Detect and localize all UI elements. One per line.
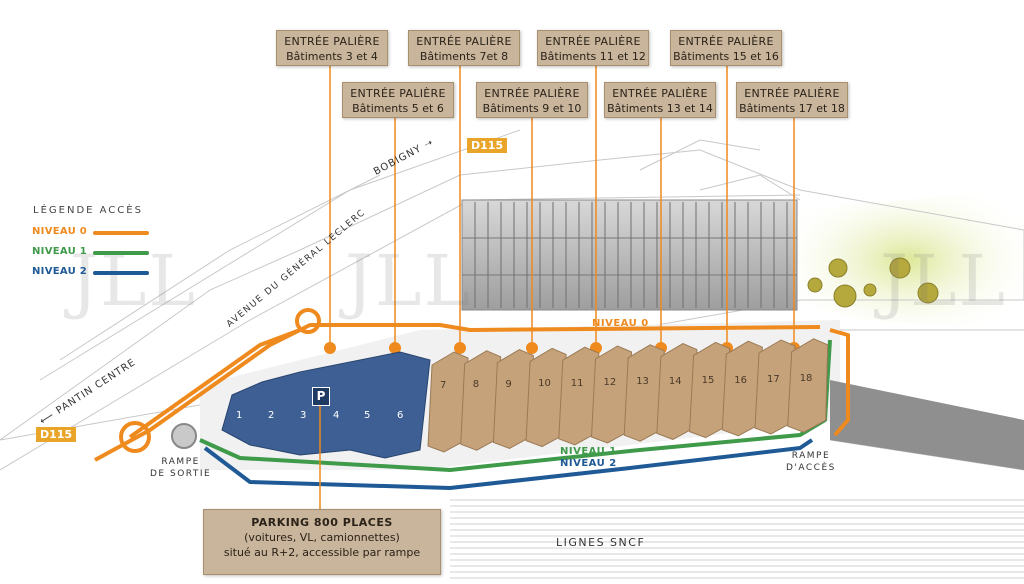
entree-sub: Bâtiments 13 et 14 <box>607 102 713 115</box>
market-hall <box>461 199 798 311</box>
d115-badge-left: D115 <box>36 427 77 442</box>
lignes-sncf-label: LIGNES SNCF <box>556 536 646 549</box>
building-number: 10 <box>538 378 551 390</box>
building-number: 13 <box>636 376 649 388</box>
entree-title: ENTRÉE PALIÈRE <box>545 35 641 48</box>
building-number: 4 <box>333 410 340 421</box>
watermark-3: JLL <box>880 240 1008 322</box>
watermark-2: JLL <box>345 240 473 322</box>
parking-info-box: PARKING 800 PLACES (voitures, VL, camion… <box>203 509 441 575</box>
entree-sub: Bâtiments 17 et 18 <box>739 102 845 115</box>
entree-marker-dot <box>454 342 466 354</box>
legend-niveau-1-line <box>93 251 149 255</box>
building-number: 16 <box>734 374 748 386</box>
niveau-2-tag: NIVEAU 2 <box>560 458 617 469</box>
building-number: 5 <box>364 410 371 421</box>
building-number: 9 <box>505 378 512 390</box>
entree-title: ENTRÉE PALIÈRE <box>744 87 840 100</box>
legend-niveau-0-line <box>93 231 149 235</box>
ramp-circle <box>171 423 197 449</box>
gray-warehouse <box>830 380 1024 470</box>
niveau-1-tag: NIVEAU 1 <box>560 446 617 457</box>
legend-niveau-0-label: NIVEAU 0 <box>32 226 88 237</box>
entree-title: ENTRÉE PALIÈRE <box>484 87 580 100</box>
entree-sub: Bâtiments 7et 8 <box>419 50 509 63</box>
rampe-sortie-line2: DE SORTIE <box>150 469 212 479</box>
legend-niveau-2-label: NIVEAU 2 <box>32 266 88 277</box>
rampe-acces-line1: RAMPE <box>791 451 831 461</box>
rampe-sortie-label: RAMPE DE SORTIE <box>150 456 211 480</box>
entree-label-3-4: ENTRÉE PALIÈRE Bâtiments 3 et 4 <box>276 30 388 66</box>
building-number: 8 <box>472 379 480 391</box>
legend-niveau-2-line <box>93 271 149 275</box>
entree-title: ENTRÉE PALIÈRE <box>678 35 774 48</box>
building-number: 2 <box>268 410 275 421</box>
entree-marker-dot <box>526 342 538 354</box>
entree-title: ENTRÉE PALIÈRE <box>350 87 446 100</box>
building-number: 7 <box>440 380 447 391</box>
parking-line3: situé au R+2, accessible par rampe <box>223 546 421 559</box>
entree-sub: Bâtiments 9 et 10 <box>482 102 582 115</box>
rampe-acces-line2: D'ACCÈS <box>786 463 836 473</box>
building-number: 1 <box>236 410 243 421</box>
entree-sub: Bâtiments 11 et 12 <box>540 50 646 63</box>
building-number: 11 <box>570 377 584 389</box>
legend-niveau-1-label: NIVEAU 1 <box>32 246 88 257</box>
building-number: 18 <box>799 373 813 385</box>
parking-icon: P <box>312 387 330 406</box>
brown-building <box>787 338 829 433</box>
entree-label-13-14: ENTRÉE PALIÈRE Bâtiments 13 et 14 <box>604 82 716 118</box>
entree-marker-dot <box>389 342 401 354</box>
building-number: 15 <box>701 375 715 387</box>
building-number: 3 <box>300 410 307 421</box>
entree-title: ENTRÉE PALIÈRE <box>284 35 380 48</box>
parking-line2: (voitures, VL, camionnettes) <box>244 531 400 544</box>
roundabout-large <box>119 421 151 453</box>
entree-sub: Bâtiments 3 et 4 <box>286 50 378 63</box>
rampe-acces-label: RAMPE D'ACCÈS <box>786 450 836 474</box>
building-number: 6 <box>397 410 404 421</box>
d115-badge-top: D115 <box>467 138 508 153</box>
building-number: 12 <box>603 377 617 388</box>
entree-label-17-18: ENTRÉE PALIÈRE Bâtiments 17 et 18 <box>736 82 848 118</box>
niveau-0-route <box>94 323 850 462</box>
entree-sub: Bâtiments 5 et 6 <box>352 102 444 115</box>
niveau-2-route <box>203 438 814 490</box>
building-number: 14 <box>668 375 682 387</box>
entree-label-11-12: ENTRÉE PALIÈRE Bâtiments 11 et 12 <box>537 30 649 66</box>
parking-title: PARKING 800 PLACES <box>251 516 393 529</box>
entree-label-9-10: ENTRÉE PALIÈRE Bâtiments 9 et 10 <box>476 82 588 118</box>
entree-label-5-6: ENTRÉE PALIÈRE Bâtiments 5 et 6 <box>342 82 454 118</box>
building-number: 17 <box>767 374 780 385</box>
entree-label-15-16: ENTRÉE PALIÈRE Bâtiments 15 et 16 <box>670 30 782 66</box>
entree-sub: Bâtiments 15 et 16 <box>673 50 779 63</box>
niveau-0-tag: NIVEAU 0 <box>592 318 649 329</box>
roundabout-small <box>295 308 321 334</box>
entree-marker-dot <box>324 342 336 354</box>
trees <box>807 257 939 308</box>
entree-title: ENTRÉE PALIÈRE <box>416 35 512 48</box>
legend-title: LÉGENDE ACCÈS <box>33 205 143 216</box>
rail-lines <box>450 499 1024 579</box>
entree-label-7-8: ENTRÉE PALIÈRE Bâtiments 7et 8 <box>408 30 520 66</box>
entree-title: ENTRÉE PALIÈRE <box>612 87 708 100</box>
rampe-sortie-line1: RAMPE <box>161 457 200 467</box>
